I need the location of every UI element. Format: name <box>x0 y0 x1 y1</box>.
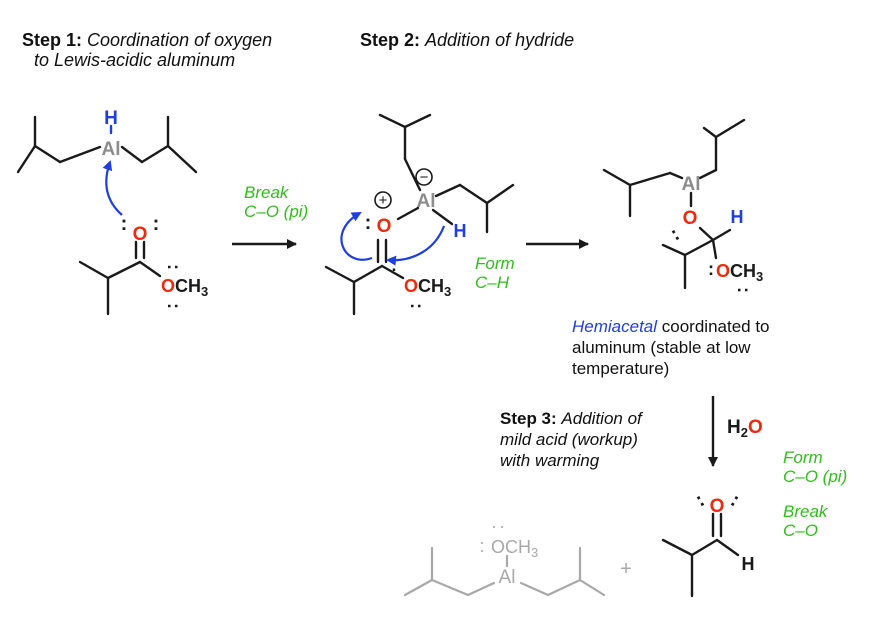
step3-label: Step 3: <box>500 409 557 428</box>
coordination-arrow <box>102 160 123 216</box>
carbonyl-oxygen-product: O <box>710 496 725 517</box>
water-reagent: H2O <box>727 417 763 440</box>
plus-charge-sign: + <box>379 192 388 209</box>
plus-charge <box>374 191 392 209</box>
minus-charge <box>415 168 433 186</box>
new-hydrogen-3: H <box>731 207 744 227</box>
lone-pair: : <box>667 223 684 245</box>
carbonyl-oxygen-1: O <box>133 224 148 245</box>
dibal-complex-2 <box>378 113 515 234</box>
lone-pair: : <box>407 303 427 309</box>
step3-caption-line2: mild acid (workup) <box>500 430 638 449</box>
lone-pair: : <box>164 264 184 270</box>
lone-pair: : <box>479 536 484 556</box>
alkoxide-oxygen-3: O <box>683 208 698 229</box>
methoxy-group-byproduct: OCH3 <box>491 537 538 560</box>
hydride-transfer-arrow <box>386 225 446 266</box>
lone-pair: : <box>489 524 509 529</box>
ester-2 <box>324 238 405 316</box>
step3-text-line1: Addition of <box>561 409 642 428</box>
lone-pair: : <box>734 287 754 293</box>
step3-caption: Step 3: Addition of <box>500 409 642 429</box>
step1-caption: Step 1: Coordination of oxygen <box>22 30 272 50</box>
hydride-h-2: H <box>454 221 467 241</box>
step2-label: Step 2: <box>360 30 421 50</box>
hemiacetal-complex-3 <box>602 118 746 290</box>
aldehyde-product <box>661 512 740 598</box>
lone-pair: : <box>692 489 709 511</box>
step2-caption: Step 2: Addition of hydride <box>360 30 574 50</box>
step1-caption-line2: to Lewis-acidic aluminum <box>34 50 236 70</box>
lone-pair: : <box>153 213 160 235</box>
step1-label: Step 1: <box>22 30 83 50</box>
lone-pair: : <box>365 212 372 234</box>
aluminum-atom-byproduct: Al <box>499 567 516 588</box>
dibal-reagent-1 <box>16 115 198 174</box>
hydride-h-1: H <box>104 108 118 129</box>
lone-pair: : <box>391 255 397 275</box>
methoxy-group-1: OCH3 <box>161 276 208 299</box>
aldehyde-h: H <box>742 554 755 574</box>
lone-pair: : <box>727 489 744 511</box>
plus-sign: + <box>620 558 632 580</box>
minus-charge-sign: − <box>420 169 429 186</box>
aluminum-byproduct <box>403 546 606 597</box>
lone-pair: : <box>708 259 714 279</box>
hemiacetal-highlight: Hemiacetal <box>572 317 658 336</box>
hemiacetal-note: Hemiacetal coordinated to aluminum (stab… <box>572 317 770 378</box>
ester-1 <box>78 240 162 316</box>
aluminum-atom-3: Al <box>682 174 701 195</box>
step1-text-line1: Coordination of oxygen <box>87 30 273 50</box>
aluminum-atom-2: Al <box>417 191 436 212</box>
oxonium-oxygen-2: O <box>377 216 392 237</box>
methoxy-group-3: OCH3 <box>716 261 763 284</box>
aluminum-atom-1: Al <box>102 139 121 160</box>
lone-pair: : <box>121 213 128 235</box>
step3-caption-line3: with warming <box>500 451 600 470</box>
methoxy-group-2: OCH3 <box>404 276 451 299</box>
pi-bond-break-arrow <box>340 212 373 261</box>
lone-pair: : <box>164 303 184 309</box>
step2-text: Addition of hydride <box>425 30 575 50</box>
